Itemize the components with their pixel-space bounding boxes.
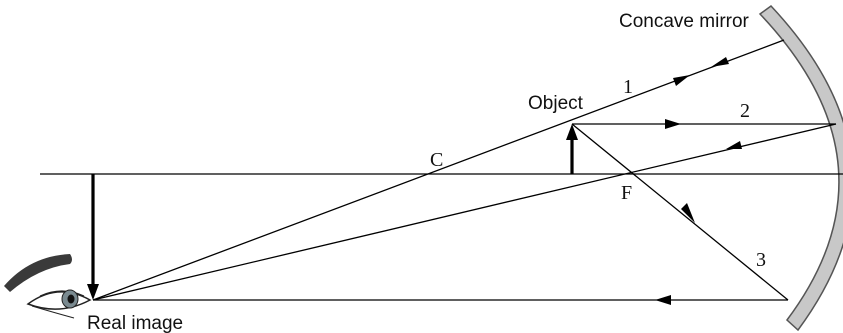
real-image-arrow <box>87 174 99 300</box>
mirror-label: Concave mirror <box>619 11 750 32</box>
center-label: C <box>430 149 443 171</box>
ray-2 <box>93 119 836 300</box>
ray-1-label: 1 <box>623 76 633 98</box>
ray-3-label: 3 <box>756 249 766 271</box>
ray-2-label: 2 <box>740 100 750 122</box>
focus-label: F <box>621 182 632 204</box>
object-arrow <box>566 124 578 174</box>
concave-mirror <box>760 6 843 330</box>
eyebrow <box>4 254 72 292</box>
object-label: Object <box>528 93 584 114</box>
real-image-label: Real image <box>87 313 183 333</box>
pupil <box>68 295 75 304</box>
eye-icon <box>4 254 90 318</box>
